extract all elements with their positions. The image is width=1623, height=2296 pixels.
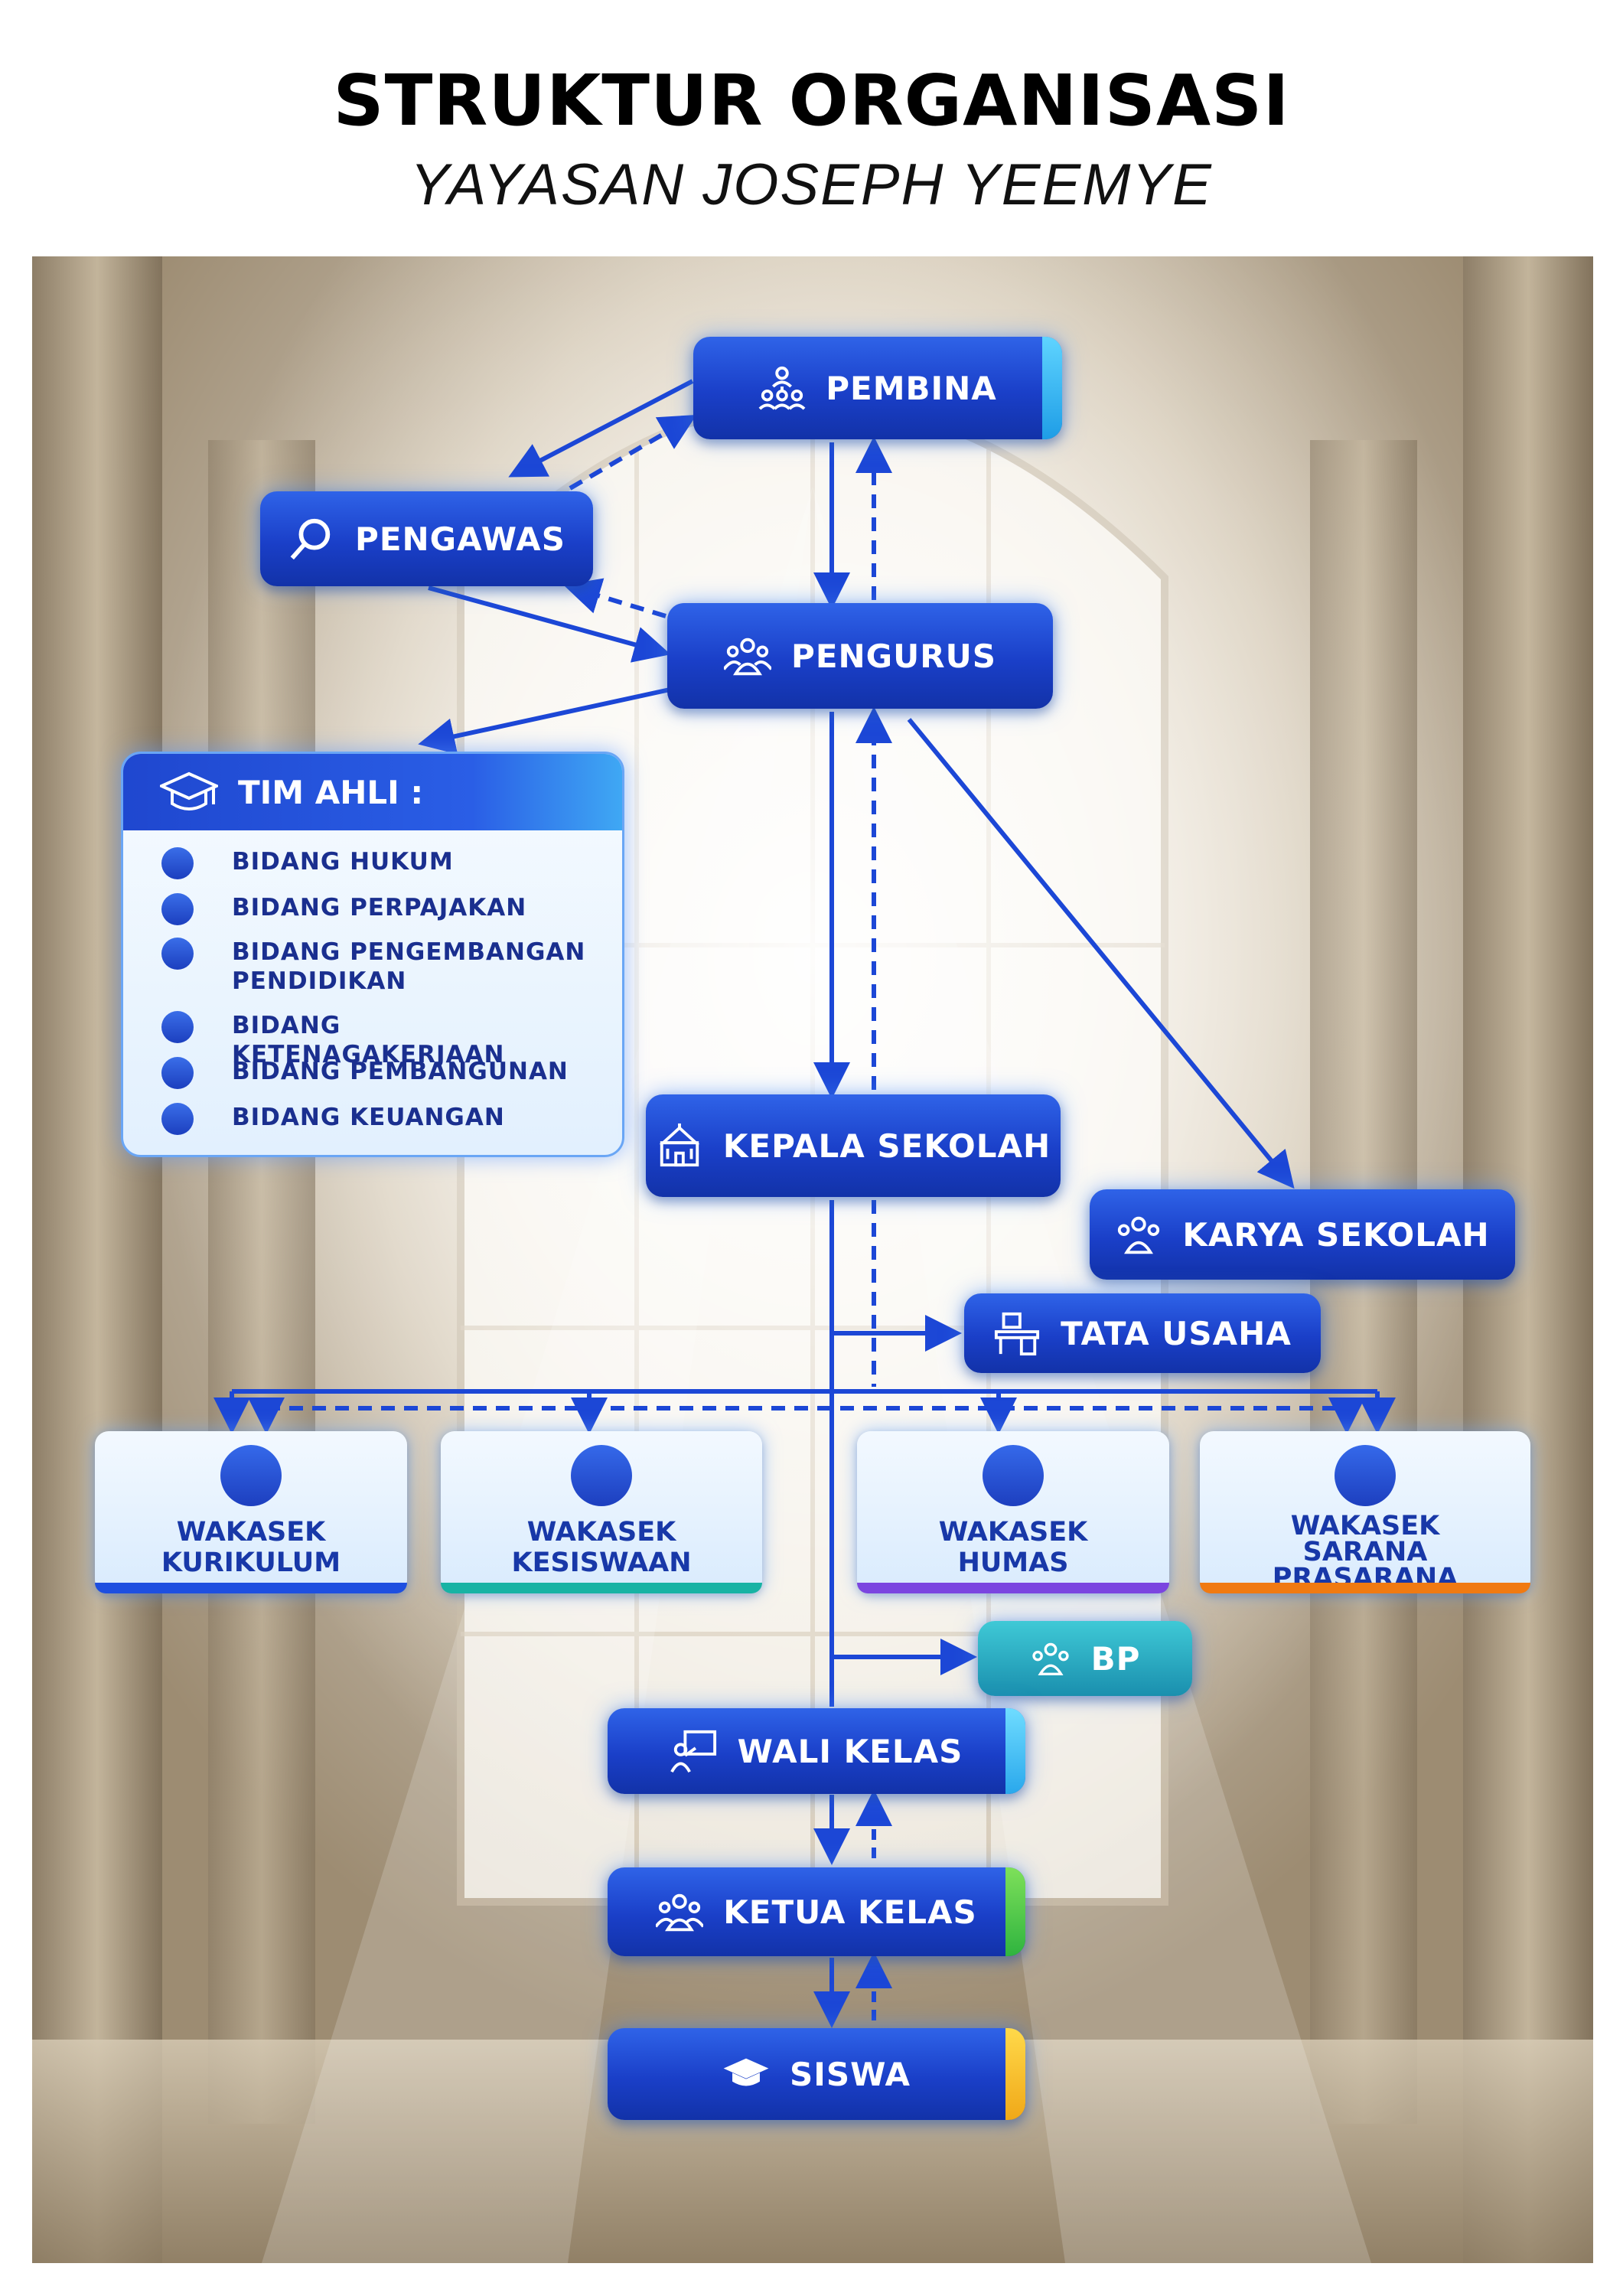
tata-usaha-box[interactable]: TATA USAHA bbox=[964, 1293, 1321, 1373]
staff-people-icon bbox=[1118, 1216, 1160, 1254]
karya-sekolah-box[interactable]: KARYA SEKOLAH bbox=[1090, 1189, 1515, 1280]
wakasek-bar bbox=[1200, 1583, 1530, 1593]
kepala-sekolah-label: KEPALA SEKOLAH bbox=[722, 1127, 1051, 1165]
facility-icon bbox=[1335, 1445, 1396, 1506]
pengurus-label: PENGURUS bbox=[791, 637, 996, 675]
wakasek-bar bbox=[95, 1583, 407, 1593]
book-icon bbox=[220, 1445, 282, 1506]
students-icon bbox=[571, 1445, 632, 1506]
ketua-kelas-box[interactable]: KETUA KELAS bbox=[608, 1867, 1025, 1956]
handshake-icon bbox=[983, 1445, 1044, 1506]
bp-box[interactable]: BP bbox=[978, 1621, 1192, 1696]
desk-icon bbox=[995, 1312, 1040, 1356]
school-building-icon bbox=[659, 1123, 700, 1167]
tim-ahli-title: TIM AHLI : bbox=[238, 774, 424, 811]
karya-sekolah-label: KARYA SEKOLAH bbox=[1182, 1215, 1490, 1254]
graduation-cap-icon bbox=[160, 771, 218, 810]
tim-ahli-item: BIDANG PEMBANGUNAN bbox=[161, 1057, 569, 1089]
pembina-box[interactable]: PEMBINA bbox=[693, 337, 1062, 439]
pengawas-box[interactable]: PENGAWAS bbox=[260, 491, 593, 586]
mortarboard-icon bbox=[723, 2058, 769, 2086]
wali-kelas-box[interactable]: WALI KELAS bbox=[608, 1708, 1025, 1794]
tim-ahli-header: TIM AHLI : bbox=[123, 754, 622, 830]
page-title: STRUKTUR ORGANISASI bbox=[333, 60, 1290, 142]
magnifier-icon bbox=[290, 518, 331, 560]
group-people-icon bbox=[724, 638, 772, 676]
wakasek-sarana-prasarana-box[interactable]: WAKASEK SARANA PRASARANA bbox=[1200, 1431, 1530, 1593]
pembina-label: PEMBINA bbox=[826, 369, 997, 407]
wakasek-bar bbox=[857, 1583, 1169, 1593]
page-subtitle: YAYASAN JOSEPH YEEMYE bbox=[410, 152, 1213, 217]
money-icon bbox=[161, 1103, 194, 1135]
wakasek-kesiswaan-box[interactable]: WAKASEK KESISWAAN bbox=[441, 1431, 762, 1593]
siswa-box[interactable]: SISWA bbox=[608, 2028, 1025, 2120]
wakasek-humas-box[interactable]: WAKASEK HUMAS bbox=[857, 1431, 1169, 1593]
siswa-label: SISWA bbox=[789, 2055, 911, 2093]
tax-icon bbox=[161, 893, 194, 925]
ketua-kelas-label: KETUA KELAS bbox=[723, 1893, 977, 1931]
wakasek-bar bbox=[441, 1583, 762, 1593]
pengurus-box[interactable]: PENGURUS bbox=[667, 603, 1053, 709]
pengawas-label: PENGAWAS bbox=[355, 520, 565, 558]
education-icon bbox=[161, 938, 194, 970]
tim-ahli-item: BIDANG HUKUM bbox=[161, 847, 454, 879]
tim-ahli-item: BIDANG PERPAJAKAN bbox=[161, 893, 526, 925]
tim-ahli-item: BIDANG PENGEMBANGAN PENDIDIKAN bbox=[161, 938, 592, 996]
tim-ahli-panel: TIM AHLI : BIDANG HUKUM BIDANG PERPAJAKA… bbox=[121, 752, 624, 1157]
tata-usaha-label: TATA USAHA bbox=[1061, 1314, 1292, 1352]
counselor-icon bbox=[1031, 1642, 1069, 1675]
bp-label: BP bbox=[1090, 1639, 1141, 1678]
class-group-icon bbox=[656, 1893, 704, 1932]
hierarchy-people-icon bbox=[758, 366, 806, 410]
scale-icon bbox=[161, 847, 194, 879]
tim-ahli-item: BIDANG KETENAGAKERJAAN bbox=[161, 1011, 622, 1069]
worker-icon bbox=[161, 1011, 194, 1043]
kepala-sekolah-box[interactable]: KEPALA SEKOLAH bbox=[646, 1094, 1061, 1197]
tim-ahli-item: BIDANG KEUANGAN bbox=[161, 1103, 505, 1135]
wali-kelas-label: WALI KELAS bbox=[737, 1732, 963, 1770]
wakasek-kurikulum-box[interactable]: WAKASEK KURIKULUM bbox=[95, 1431, 407, 1593]
teacher-board-icon bbox=[670, 1730, 716, 1773]
building-icon bbox=[161, 1057, 194, 1089]
